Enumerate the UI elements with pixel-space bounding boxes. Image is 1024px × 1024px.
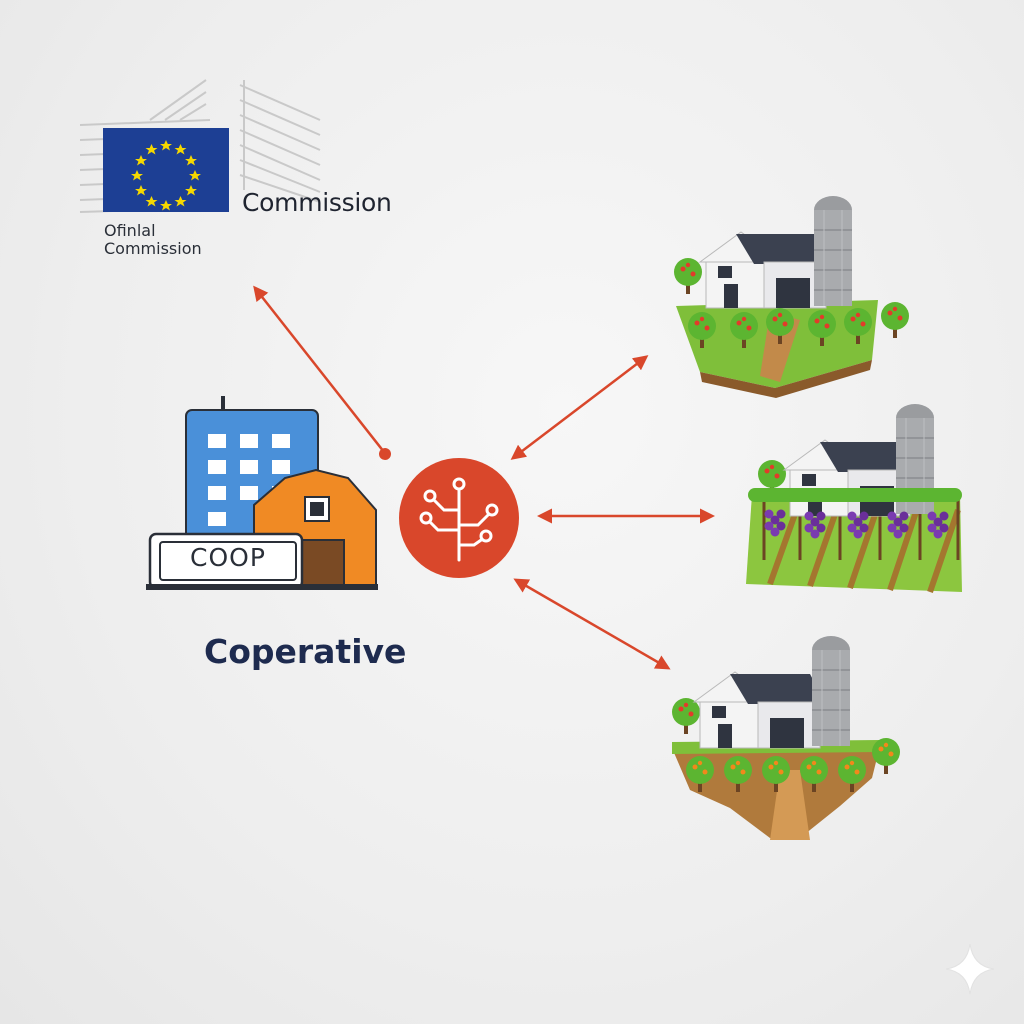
farm-orange-orchard-bottom (672, 635, 900, 840)
arrow-to-orchard-farm (510, 355, 649, 460)
official-line-2: Commission (104, 239, 202, 258)
arrow-start-dot (379, 448, 391, 460)
eu-flag-icon (103, 128, 229, 212)
farm-vineyard (746, 403, 962, 593)
sparkle-icon (945, 943, 995, 995)
cooperative-building-icon (146, 396, 378, 590)
cooperative-title: Coperative (204, 632, 407, 671)
farm-orchard-top (674, 195, 909, 398)
commission-logo (79, 79, 321, 213)
official-commission-label: Ofinlal Commission (104, 222, 244, 258)
arrow-to-orange-orchard-farm (513, 578, 671, 670)
network-branch-icon (419, 477, 499, 562)
commission-heading: Commission (242, 188, 392, 217)
arrow-to-commission (253, 285, 385, 453)
coop-sign: COOP (190, 543, 266, 572)
network-hub (399, 458, 519, 578)
official-line-1: Ofinlal (104, 221, 156, 240)
connection-arrows (253, 285, 715, 670)
